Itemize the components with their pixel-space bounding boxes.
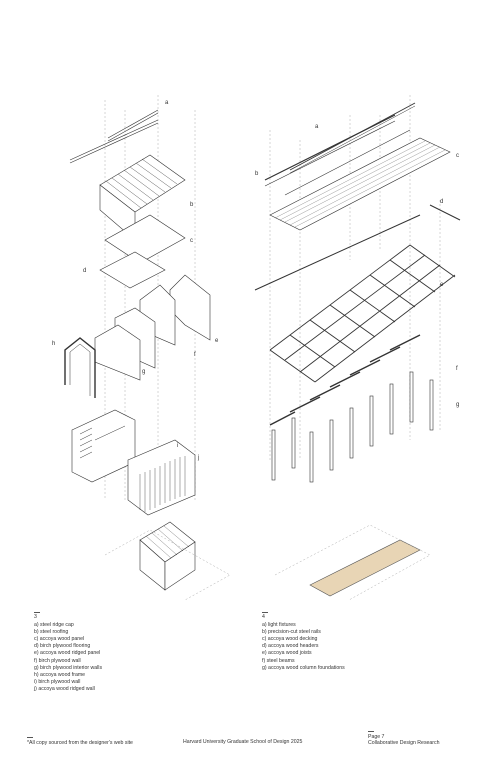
legend-right: 4 a) light fixtures b) precision-cut ste… [262,612,462,672]
legend-item: e) accoya wood joists [262,650,312,657]
legend-item: d) birch plywood flooring [34,643,91,650]
wood-decking [269,137,451,231]
page-number: Page 7 [368,734,385,740]
exploded-axonometric-drawing: a b c d e f g h i j a b c d e f g [52,95,461,600]
cabin-exploded [64,109,231,600]
footer-school: Harvard University Graduate School of De… [183,737,333,745]
legend-item: a) steel ridge cap [34,622,74,629]
legend-left-list: a) steel ridge cap b) steel roofing c) a… [34,622,214,693]
ridge-cap [107,109,159,139]
legend-item: d) accoya wood headers [262,643,319,650]
headers [254,214,421,291]
steel-rails [264,114,396,181]
legend-left-number: 3 [34,612,40,621]
floor-panel [99,251,166,289]
plywood-wall-i [71,409,136,483]
footer-school-text: Harvard University Graduate School of De… [183,739,303,745]
frame-h [64,337,96,398]
label-left-c: c [190,238,193,244]
footer-note: *All copy sourced from the designer's we… [27,737,177,746]
beams-and-columns [269,334,434,483]
legend-item: b) precision-cut steel rails [262,629,321,636]
legend-item: b) steel roofing [34,629,69,636]
label-left-g: g [142,369,145,375]
legend-item: f) steel beams [262,657,295,664]
label-left-a: a [165,100,169,106]
legend-right-number: 4 [262,612,268,621]
deck-exploded [254,102,461,600]
footer-note-text: *All copy sourced from the designer's we… [27,740,133,746]
legend-item: j) accoya wood ridged wall [34,685,95,692]
label-right-a: a [315,124,319,130]
legend-item: h) accoya wood frame [34,671,86,678]
legend-item: e) accoya wood ridged panel [34,650,101,657]
label-right-c: c [456,153,459,159]
label-left-f: f [194,352,196,358]
joists-grid [269,244,456,383]
legend-left: 3 a) steel ridge cap b) steel roofing c)… [34,612,214,693]
label-left-j: j [197,455,199,461]
wall-f [169,274,211,341]
section-title: Collaborative Design Research [368,740,440,747]
legend-item: i) birch plywood wall [34,678,81,685]
legend-item: c) accoya wood panel [34,636,85,643]
label-left-e: e [215,338,219,344]
label-left-h: h [52,341,55,347]
legend-item: g) birch plywood interior walls [34,664,103,671]
label-left-d: d [83,268,86,274]
assembled-deck [309,539,421,597]
label-right-b: b [255,171,259,177]
legend-right-list: a) light fixtures b) precision-cut steel… [262,622,462,672]
label-right-e: e [440,282,444,288]
label-left-i: i [177,443,178,449]
label-right-f: f [456,366,458,372]
label-left-b: b [190,202,194,208]
footer-page: Page 7 Collaborative Design Research [368,731,478,747]
legend-item: f) birch plywood wall [34,657,81,664]
legend-item: a) light fixtures [262,622,296,629]
label-right-d: d [440,199,443,205]
legend-item: c) accoya wood decking [262,636,318,643]
label-right-g: g [456,402,459,408]
ridged-wall-j [127,439,196,516]
legend-item: g) accoya wood column foundations [262,664,345,671]
